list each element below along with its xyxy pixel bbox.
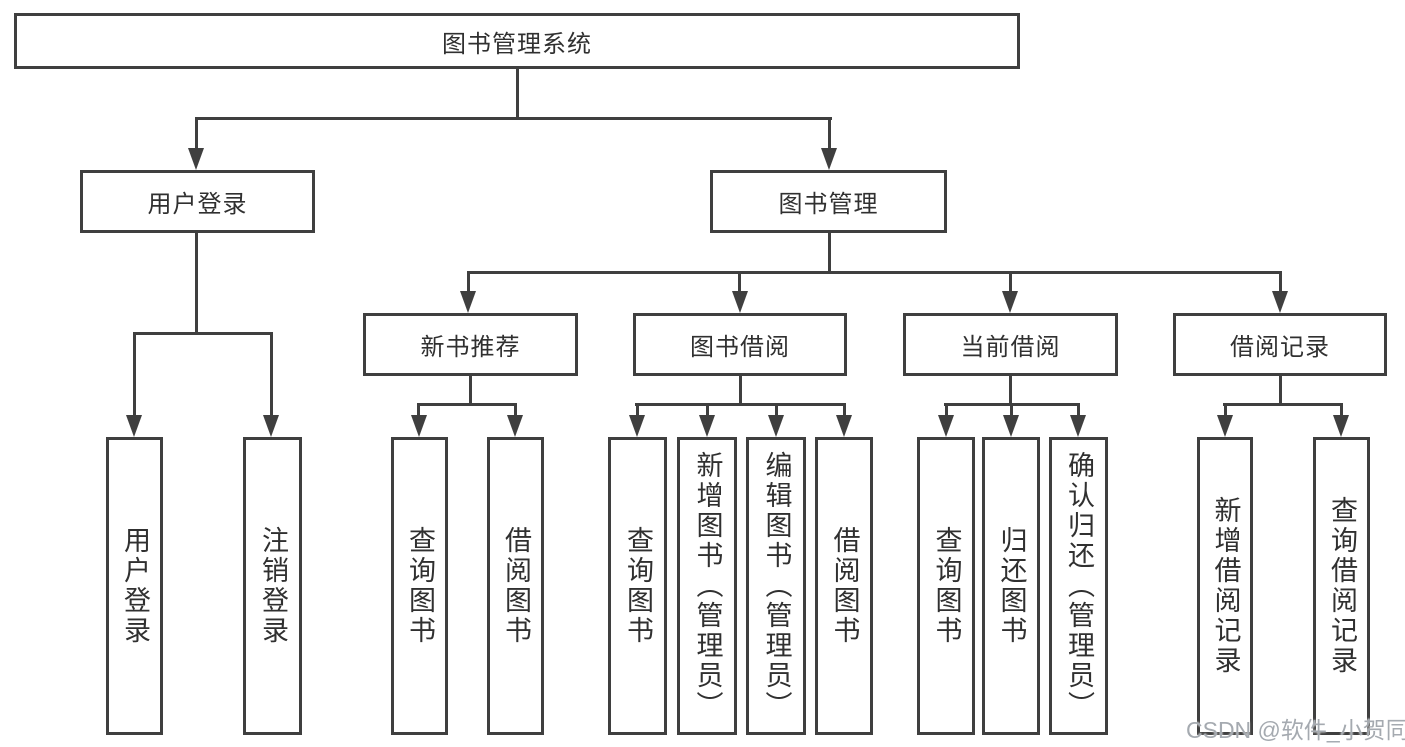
connector-line [1279, 271, 1282, 293]
leaf-query-book-borrow: 查询图书 [608, 437, 667, 735]
node-current-borrow: 当前借阅 [903, 313, 1118, 376]
arrowhead-icon [263, 415, 279, 437]
arrowhead-icon [1333, 415, 1349, 437]
connector-line [706, 403, 709, 417]
arrowhead-icon [507, 415, 523, 437]
node-book-management: 图书管理 [710, 170, 947, 233]
node-new-book-recommend: 新书推荐 [363, 313, 578, 376]
leaf-query-book-current: 查询图书 [917, 437, 975, 735]
leaf-query-borrow-record: 查询借阅记录 [1313, 437, 1370, 735]
leaf-query-book-recommend: 查询图书 [391, 437, 448, 735]
arrowhead-icon [188, 148, 204, 170]
connector-line [195, 117, 198, 150]
connector-line [516, 69, 519, 118]
node-user-login: 用户登录 [80, 170, 315, 233]
connector-line [1009, 271, 1012, 293]
leaf-borrow-book-recommend: 借阅图书 [487, 437, 544, 735]
arrowhead-icon [1003, 415, 1019, 437]
leaf-logout: 注销登录 [243, 437, 302, 735]
connector-line [1077, 403, 1080, 417]
arrowhead-icon [1272, 291, 1288, 313]
connector-line [1010, 403, 1013, 417]
connector-line [1223, 403, 1343, 406]
arrowhead-icon [1070, 415, 1086, 437]
node-borrow-record: 借阅记录 [1173, 313, 1387, 376]
node-root: 图书管理系统 [14, 13, 1020, 69]
csdn-watermark: CSDN @软件_小贺同学 [1186, 717, 1405, 743]
connector-line [133, 332, 136, 417]
connector-line [270, 332, 273, 417]
leaf-add-borrow-record: 新增借阅记录 [1197, 437, 1253, 735]
leaf-return-book: 归还图书 [982, 437, 1040, 735]
connector-line [195, 117, 832, 120]
connector-line [467, 271, 470, 293]
arrowhead-icon [836, 415, 852, 437]
connector-line [467, 271, 1282, 274]
leaf-user-login: 用户登录 [106, 437, 163, 735]
arrowhead-icon [732, 291, 748, 313]
arrowhead-icon [126, 415, 142, 437]
arrowhead-icon [821, 148, 837, 170]
connector-line [1279, 376, 1282, 406]
arrowhead-icon [768, 415, 784, 437]
connector-line [417, 403, 420, 417]
connector-line [195, 233, 198, 334]
connector-line [738, 271, 741, 293]
leaf-borrow-book: 借阅图书 [815, 437, 873, 735]
connector-line [945, 403, 948, 417]
arrowhead-icon [1002, 291, 1018, 313]
connector-line [828, 233, 831, 274]
connector-line [843, 403, 846, 417]
arrowhead-icon [699, 415, 715, 437]
connector-line [828, 117, 831, 150]
connector-line [1009, 376, 1012, 406]
connector-line [635, 403, 846, 406]
leaf-edit-book-admin: 编辑图书（管理员） [746, 437, 806, 735]
node-book-borrow: 图书借阅 [633, 313, 847, 376]
connector-line [1224, 403, 1227, 417]
connector-line [1340, 403, 1343, 417]
connector-line [739, 376, 742, 406]
arrowhead-icon [629, 415, 645, 437]
connector-line [775, 403, 778, 417]
arrowhead-icon [460, 291, 476, 313]
arrowhead-icon [1217, 415, 1233, 437]
leaf-add-book-admin: 新增图书（管理员） [677, 437, 737, 735]
leaf-confirm-return-admin: 确认归还（管理员） [1049, 437, 1108, 735]
connector-line [417, 403, 517, 406]
connector-line [469, 376, 472, 406]
connector-line [636, 403, 639, 417]
connector-line [133, 332, 273, 335]
arrowhead-icon [938, 415, 954, 437]
connector-line [514, 403, 517, 417]
arrowhead-icon [411, 415, 427, 437]
